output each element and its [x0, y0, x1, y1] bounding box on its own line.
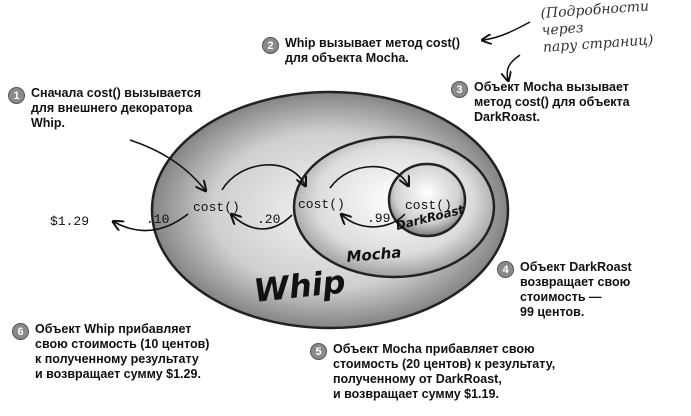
mocha-name-label: Mocha — [346, 243, 402, 266]
step-1: 1 Сначала cost() вызывается для внешнего… — [8, 86, 201, 131]
step-4: 4 Объект DarkRoast возвращает свою стоим… — [497, 260, 632, 320]
step-5: 5 Объект Mocha прибавляет свою стоимость… — [310, 342, 555, 402]
mocha-cost-label: cost() — [298, 197, 345, 212]
step-3-text: Объект Mocha вызывает метод cost() для о… — [474, 80, 630, 124]
step-4-badge: 4 — [497, 261, 514, 278]
step-3-badge: 3 — [451, 81, 468, 98]
step-6-badge: 6 — [12, 323, 29, 340]
mocha-return-value: .20 — [257, 212, 280, 227]
step-2-badge: 2 — [262, 37, 279, 54]
step-5-text: Объект Mocha прибавляет свою стоимость (… — [333, 342, 556, 401]
whip-cost-label: cost() — [193, 200, 240, 215]
step-5-badge: 5 — [310, 343, 327, 360]
step-1-text: Сначала cost() вызывается для внешнего д… — [31, 86, 202, 130]
step-3: 3 Объект Mocha вызывает метод cost() для… — [451, 80, 630, 125]
return-arrow-darkroast-to-mocha — [342, 214, 406, 228]
result-value: $1.29 — [50, 214, 89, 229]
step-4-text: Объект DarkRoast возвращает свою стоимос… — [520, 260, 632, 319]
note-arrow-to-step-2 — [483, 21, 531, 40]
note-arrow-to-step-3 — [507, 54, 521, 80]
step-6-text: Объект Whip прибавляет свою стоимость (1… — [35, 322, 210, 381]
step-2-text: Whip вызывает метод cost() для объекта M… — [285, 36, 461, 65]
call-arrow-into-whip — [129, 139, 205, 190]
step-1-badge: 1 — [8, 87, 25, 104]
return-arrow-whip-to-result — [114, 213, 189, 232]
whip-return-value: .10 — [146, 212, 169, 227]
darkroast-cost-label: cost() — [405, 198, 452, 213]
call-arrow-whip-to-mocha — [221, 164, 305, 191]
step-6: 6 Объект Whip прибавляет свою стоимость … — [12, 322, 209, 382]
return-arrow-mocha-to-whip — [232, 215, 293, 230]
darkroast-return-value: .99 — [367, 211, 390, 226]
step-2: 2 Whip вызывает метод cost() для объекта… — [262, 36, 460, 66]
call-arrow-mocha-to-darkroast — [329, 165, 408, 188]
